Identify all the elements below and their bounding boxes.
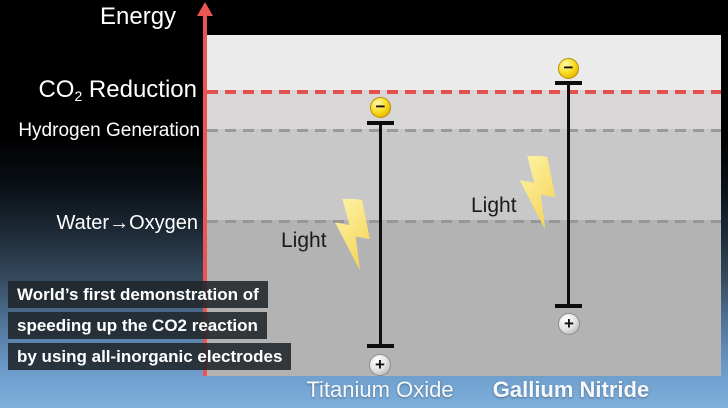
co2-suffix: Reduction <box>82 76 197 103</box>
gallium-electron-icon: − <box>558 58 579 79</box>
energy-axis-line <box>203 14 207 376</box>
gallium-hole-icon: + <box>558 313 580 335</box>
lightning-bolt-icon <box>335 199 370 269</box>
plus-charge: + <box>375 354 385 374</box>
gallium-light-label: Light <box>471 194 517 217</box>
minus-charge: − <box>375 97 386 116</box>
caption-line-3: by using all-inorganic electrodes <box>8 343 292 370</box>
gallium-electrode-bottom-bar <box>555 304 582 308</box>
band-above-co2-level <box>207 35 721 90</box>
plus-charge: + <box>564 313 574 333</box>
gallium-electrode-line <box>567 83 570 305</box>
water-oxygen-level-line <box>207 220 721 223</box>
co2-prefix: CO <box>38 76 75 103</box>
lightning-bolt-icon <box>519 156 556 228</box>
band-below-water-level <box>207 220 721 376</box>
band-co2-to-hydrogen <box>207 90 721 129</box>
caption-line-2: speeding up the CO2 reaction <box>8 312 267 339</box>
hydrogen-generation-level-line <box>207 129 721 132</box>
titanium-oxide-name: Titanium Oxide <box>306 377 454 402</box>
caption-line-1: World’s first demonstration of <box>8 281 268 308</box>
energy-axis-label: Energy <box>100 3 177 30</box>
co2-subscript: 2 <box>74 88 83 104</box>
energy-band-panel <box>207 35 721 376</box>
titanium-electrode-line <box>379 123 382 346</box>
gallium-nitride-name: Gallium Nitride <box>492 377 650 402</box>
water-oxygen-label: Water→Oxygen <box>56 212 198 234</box>
titanium-electrode-bottom-bar <box>367 344 394 348</box>
energy-axis-arrow-icon <box>197 2 213 16</box>
co2-reduction-label: CO2 Reduction <box>0 76 197 104</box>
co2-reduction-level-line <box>207 90 721 94</box>
titanium-electron-icon: − <box>370 97 391 118</box>
minus-charge: − <box>563 58 574 77</box>
titanium-hole-icon: + <box>369 354 391 376</box>
titanium-light-label: Light <box>281 229 327 252</box>
hydrogen-generation-label: Hydrogen Generation <box>18 120 200 141</box>
band-hydrogen-to-water <box>207 129 721 220</box>
